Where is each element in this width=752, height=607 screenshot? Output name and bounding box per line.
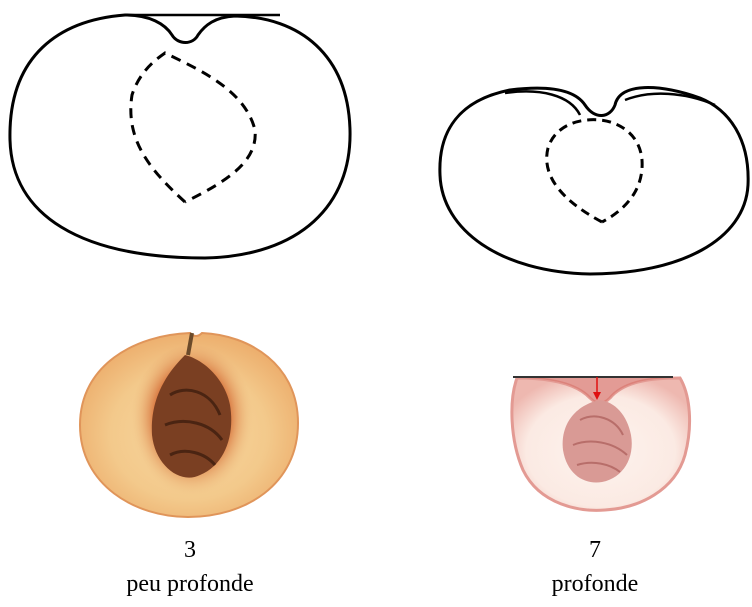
diagram-deep-cavity: [430, 60, 752, 290]
label-shallow: peu profonde: [90, 570, 290, 598]
yellow-peach-image: [70, 325, 310, 525]
shallow-cavity-outline: [0, 0, 370, 285]
score-deep: 7: [495, 536, 695, 564]
score-shallow: 3: [90, 536, 290, 564]
photo-yellow-peach-half: [70, 325, 310, 525]
label-deep: profonde: [495, 570, 695, 598]
deep-cavity-outline: [430, 60, 752, 290]
photo-white-peach-half: [505, 360, 700, 520]
diagram-shallow-cavity: [0, 0, 370, 285]
white-peach-image: [505, 360, 700, 520]
